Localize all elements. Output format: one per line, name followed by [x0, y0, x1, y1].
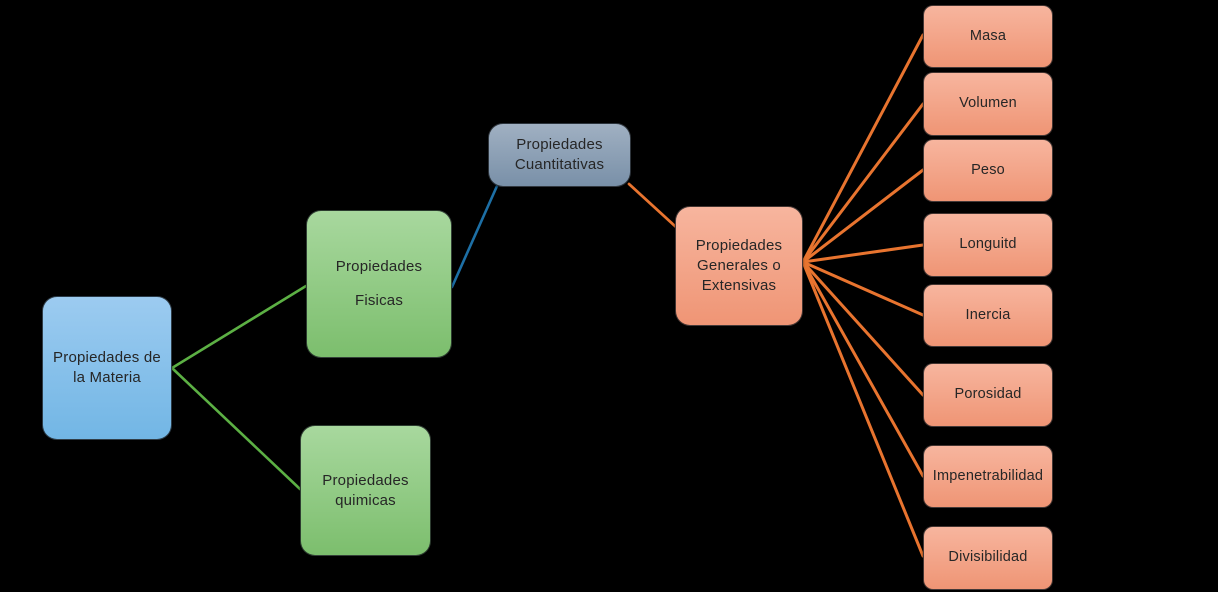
node-label: quimicas — [335, 491, 396, 509]
node-label: Peso — [971, 161, 1005, 178]
node-masa: Masa — [923, 5, 1053, 68]
node-impenetrabilidad: Impenetrabilidad — [923, 445, 1053, 508]
node-label: Propiedades de — [53, 349, 161, 367]
node-label: Propiedades — [335, 258, 423, 276]
node-peso: Peso — [923, 139, 1053, 202]
node-label: la Materia — [73, 369, 141, 386]
node-label: Inercia — [965, 306, 1011, 323]
node-longuitd: Longuitd — [923, 213, 1053, 277]
node-label: Porosidad — [954, 386, 1022, 403]
node-divisibilidad: Divisibilidad — [923, 526, 1053, 590]
node-propiedades-generales-extensivas: Propiedades Generales o Extensivas — [675, 206, 803, 326]
node-propiedades-de-la-materia: Propiedades de la Materia — [42, 296, 172, 440]
node-label: Impenetrabilidad — [932, 467, 1044, 484]
node-label: Masa — [969, 27, 1007, 44]
node-label: Divisibilidad — [948, 549, 1028, 566]
node-label: Propiedades — [322, 471, 409, 489]
node-label: Generales o — [697, 257, 781, 275]
node-label: Volumen — [959, 95, 1017, 112]
node-propiedades-quimicas: Propiedades quimicas — [300, 425, 431, 556]
node-inercia: Inercia — [923, 284, 1053, 347]
node-propiedades-fisicas: Propiedades Fisicas — [306, 210, 452, 358]
node-label: Propiedades — [695, 237, 783, 255]
node-label: Cuantitativas — [514, 156, 605, 173]
node-porosidad: Porosidad — [923, 363, 1053, 427]
node-label: Propiedades — [516, 136, 603, 154]
node-volumen: Volumen — [923, 72, 1053, 136]
node-label: Extensivas — [701, 276, 777, 294]
node-label: Fisicas — [354, 292, 404, 309]
node-propiedades-cuantitativas: Propiedades Cuantitativas — [488, 123, 631, 187]
node-label: Longuitd — [959, 236, 1017, 253]
